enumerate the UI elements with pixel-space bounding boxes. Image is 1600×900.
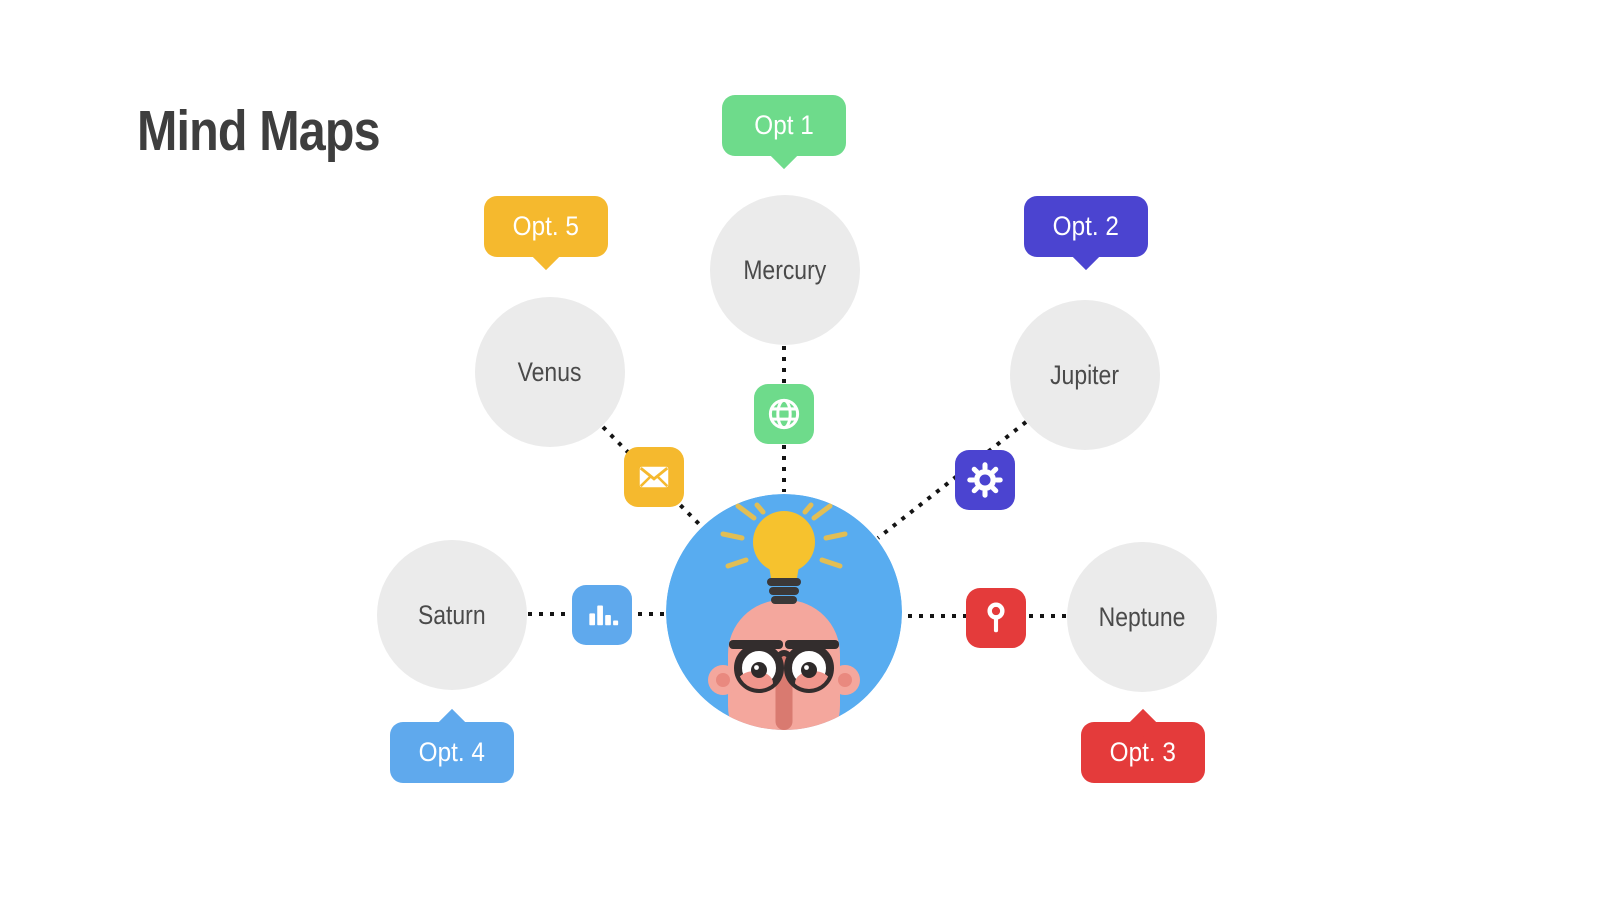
gear-icon[interactable] [955,450,1015,510]
bubble-opt-2-label: Opt. 2 [1052,211,1120,241]
page-title: Mind Maps [137,99,381,163]
bubble-opt-1[interactable]: Opt 1 [722,95,846,170]
node-neptune-label: Neptune [1098,601,1186,632]
bubble-opt-1-label: Opt 1 [754,110,814,140]
node-saturn[interactable]: Saturn [377,540,527,690]
idea-head-illustration [666,494,902,730]
node-neptune[interactable]: Neptune [1067,542,1217,692]
bubble-opt-3[interactable]: Opt. 3 [1081,708,1205,783]
bubble-opt-2[interactable]: Opt. 2 [1024,196,1148,271]
envelope-icon[interactable] [624,447,684,507]
central-idea-node[interactable] [666,494,902,730]
node-venus-label: Venus [518,356,582,387]
bubble-opt-3-label: Opt. 3 [1109,737,1177,767]
globe-icon[interactable] [754,384,814,444]
node-mercury-label: Mercury [743,254,827,285]
bar-chart-icon[interactable] [572,585,632,645]
node-mercury[interactable]: Mercury [710,195,860,345]
key-icon[interactable] [966,588,1026,648]
bubble-opt-5[interactable]: Opt. 5 [484,196,608,271]
bubble-opt-5-label: Opt. 5 [512,211,580,241]
bubble-opt-4[interactable]: Opt. 4 [390,708,514,783]
bubble-opt-4-label: Opt. 4 [418,737,486,767]
node-jupiter-label: Jupiter [1050,359,1120,390]
node-venus[interactable]: Venus [475,297,625,447]
node-saturn-label: Saturn [418,599,486,630]
node-jupiter[interactable]: Jupiter [1010,300,1160,450]
connector-jupiter-center [876,420,1028,540]
